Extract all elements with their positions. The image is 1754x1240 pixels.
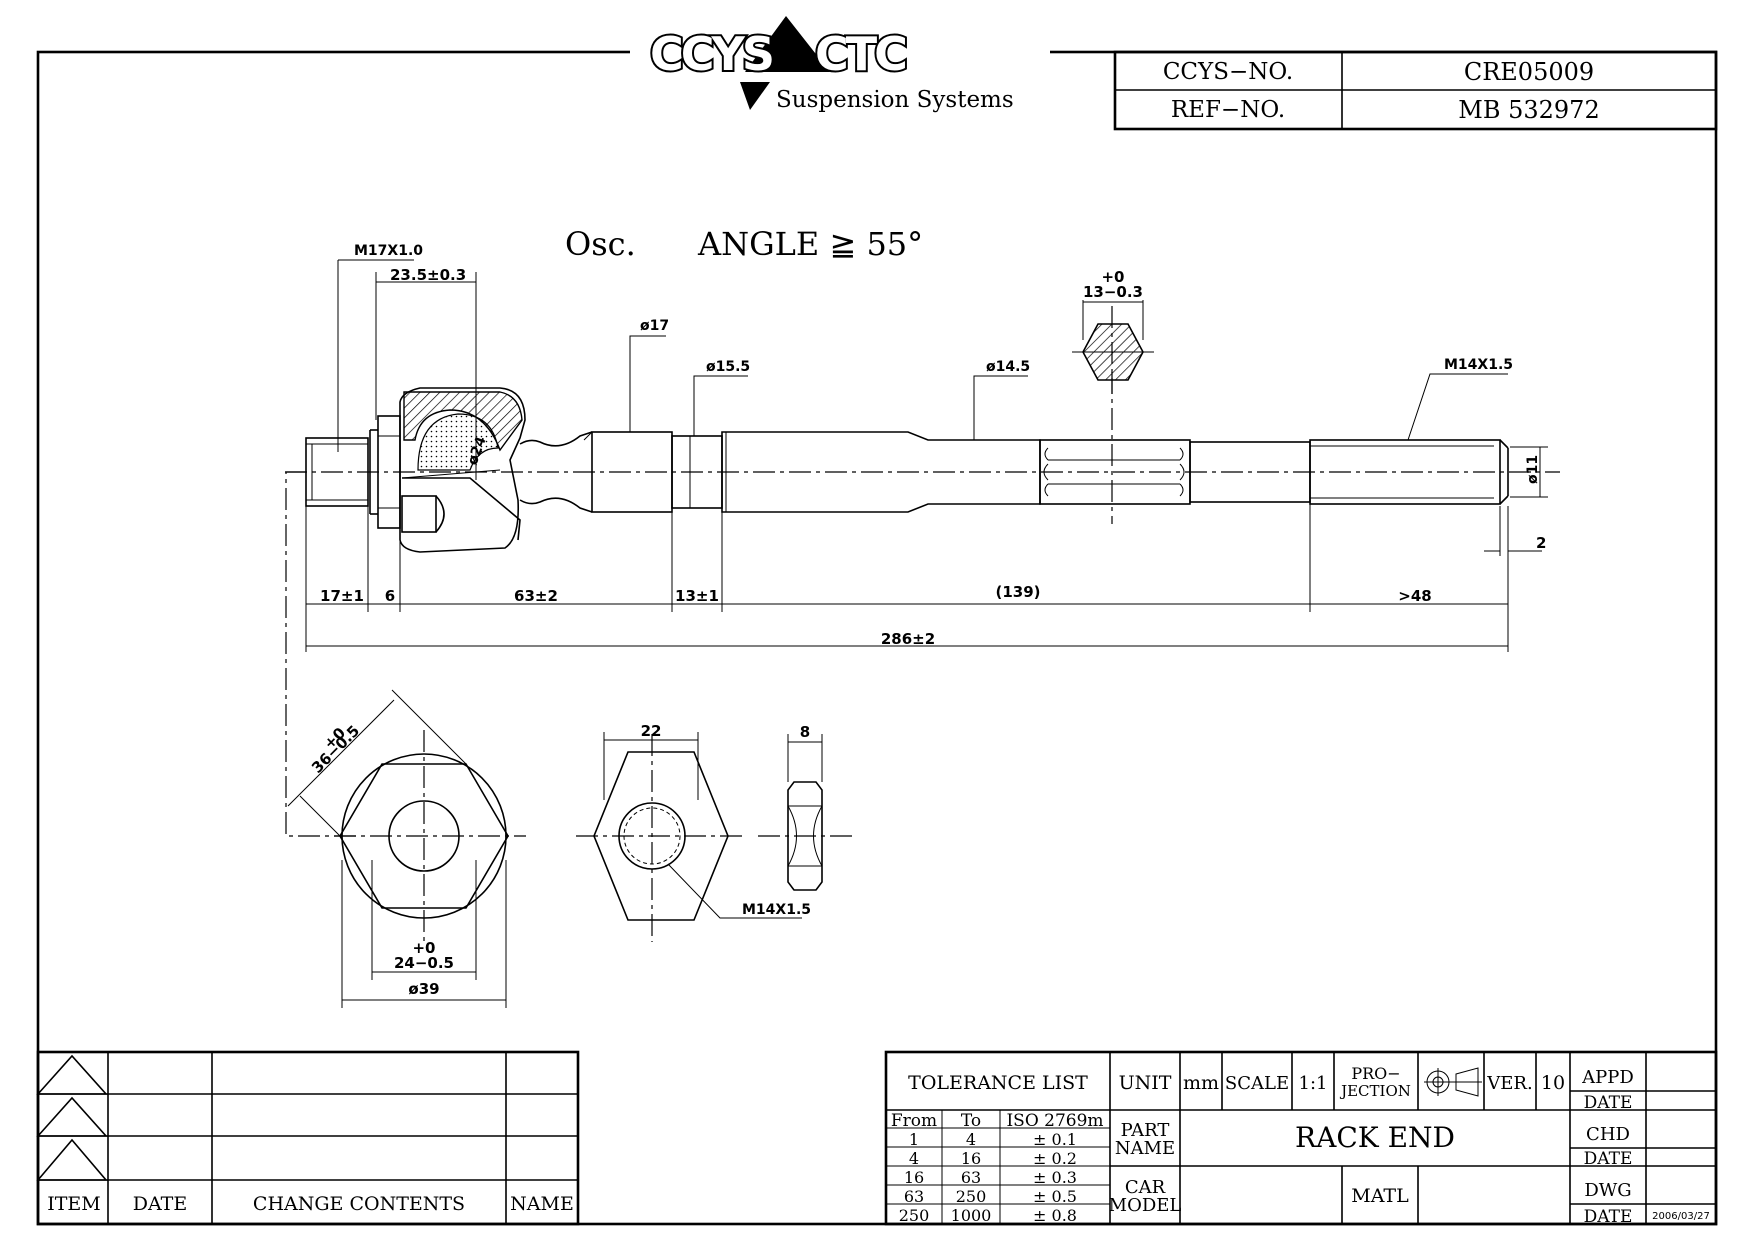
ver-value: 10 — [1541, 1072, 1565, 1094]
ccys-no-label: CCYS−NO. — [1163, 59, 1293, 85]
tol-cell: 4 — [966, 1130, 976, 1149]
tol-cell: ± 0.3 — [1033, 1168, 1077, 1187]
scale-value: 1:1 — [1299, 1073, 1328, 1094]
dim-hex-size: 13−0.3 — [1083, 283, 1143, 301]
dim-17: 17±1 — [320, 587, 364, 605]
tol-header-to: To — [961, 1111, 981, 1131]
tol-cell: 4 — [909, 1149, 919, 1168]
dim-2: 2 — [1536, 534, 1546, 552]
tol-cell: ± 0.2 — [1033, 1149, 1077, 1168]
tol-cell: ± 0.8 — [1033, 1206, 1077, 1225]
projection-symbol-icon — [1424, 1067, 1482, 1097]
main-title-block: TOLERANCE LIST From To ISO 2769m 1 4 ± 0… — [884, 1050, 1718, 1227]
dim-phi14-5: ø14.5 — [986, 359, 1030, 375]
tol-header-iso: ISO 2769m — [1006, 1111, 1103, 1131]
dim-phi15-5: ø15.5 — [706, 359, 750, 375]
ccys-no-value: CRE05009 — [1464, 58, 1594, 86]
dim-139: (139) — [995, 583, 1040, 601]
tol-cell: ± 0.5 — [1033, 1187, 1077, 1206]
revision-table: ITEM DATE CHANGE CONTENTS NAME — [36, 1050, 580, 1226]
tol-cell: ± 0.1 — [1033, 1130, 1077, 1149]
tol-cell: 63 — [961, 1168, 981, 1187]
dim-48: >48 — [1398, 587, 1431, 605]
unit-label: UNIT — [1119, 1072, 1172, 1094]
dim-m14-nut: M14X1.5 — [742, 902, 811, 918]
scale-label: SCALE — [1225, 1073, 1289, 1094]
dwg-label: DWG — [1584, 1180, 1631, 1201]
tol-cell: 63 — [904, 1187, 924, 1206]
dimension-lines — [285, 259, 1548, 837]
rack-end-side-view — [285, 306, 1560, 553]
dim-63: 63±2 — [514, 587, 558, 605]
company-logo: CCYS CTC Suspension Systems — [648, 16, 1014, 113]
tolerance-list-title: TOLERANCE LIST — [908, 1072, 1088, 1094]
part-name-value: RACK END — [1295, 1121, 1455, 1154]
revision-triangle-icon — [36, 1054, 108, 1095]
flange-front-view: +0 36−0.5 +0 24−0.5 ø39 — [287, 689, 526, 1008]
osc-label: Osc. — [565, 225, 636, 263]
dim-13: 13±1 — [675, 587, 719, 605]
dwg-date-value: 2006/03/27 — [1652, 1211, 1710, 1222]
dim-phi17: ø17 — [640, 318, 669, 334]
nut-side-view: 8 — [758, 723, 852, 891]
top-title-block: CCYS−NO. CRE05009 REF−NO. MB 532972 — [1113, 50, 1718, 131]
rev-header-date: DATE — [133, 1193, 187, 1215]
dim-8: 8 — [800, 723, 810, 741]
part-name-label-1: PART — [1121, 1120, 1170, 1141]
dim-286: 286±2 — [881, 630, 935, 648]
angle-label: ANGLE ≧ 55° — [697, 225, 923, 263]
svg-text:CCYS: CCYS — [650, 27, 772, 81]
appd-date-label: DATE — [1584, 1093, 1633, 1113]
appd-label: APPD — [1581, 1067, 1634, 1088]
dim-phi39: ø39 — [408, 980, 439, 998]
rev-header-item: ITEM — [47, 1193, 101, 1215]
chd-date-label: DATE — [1584, 1149, 1633, 1169]
dim-24: 24−0.5 — [394, 954, 454, 972]
car-model-label-1: CAR — [1125, 1177, 1166, 1198]
tol-cell: 16 — [961, 1149, 981, 1168]
ref-no-value: MB 532972 — [1458, 96, 1599, 124]
dim-m17: M17X1.0 — [354, 243, 423, 259]
chd-label: CHD — [1586, 1124, 1630, 1145]
svg-text:CTC: CTC — [815, 27, 905, 81]
projection-label-2: JECTION — [1339, 1082, 1411, 1100]
dim-hex-tol: +0 — [1101, 268, 1124, 286]
tol-cell: 16 — [904, 1168, 924, 1187]
dim-phi11: ø11 — [1525, 455, 1541, 484]
projection-label-1: PRO− — [1351, 1064, 1400, 1083]
tol-cell: 1000 — [951, 1206, 992, 1225]
revision-triangle-icon — [36, 1096, 108, 1137]
dim-m14-top: M14X1.5 — [1444, 357, 1513, 373]
dimension-texts: M17X1.0 23.5±0.3 ø17 ø15.5 ø14.5 +0 13−0… — [320, 243, 1546, 648]
dim-6: 6 — [385, 587, 395, 605]
part-name-label-2: NAME — [1115, 1138, 1175, 1159]
nut-front-view: 22 M14X1.5 — [576, 722, 811, 942]
unit-value: mm — [1183, 1072, 1219, 1094]
rev-header-change-contents: CHANGE CONTENTS — [253, 1193, 465, 1215]
dwg-date-label: DATE — [1584, 1207, 1633, 1227]
revision-triangle-icon — [36, 1138, 108, 1181]
rev-header-name: NAME — [510, 1193, 574, 1215]
tol-cell: 250 — [899, 1206, 930, 1225]
tol-cell: 1 — [909, 1130, 919, 1149]
tol-header-from: From — [891, 1111, 937, 1131]
car-model-label-2: MODEL — [1109, 1195, 1182, 1216]
ver-label: VER. — [1486, 1073, 1532, 1094]
dim-24-tol: +0 — [412, 939, 435, 957]
logo-tagline: Suspension Systems — [776, 87, 1014, 113]
dim-23-5: 23.5±0.3 — [390, 266, 466, 284]
ref-no-label: REF−NO. — [1171, 97, 1285, 123]
dim-22: 22 — [641, 722, 662, 740]
tol-cell: 250 — [956, 1187, 987, 1206]
matl-label: MATL — [1351, 1185, 1409, 1207]
